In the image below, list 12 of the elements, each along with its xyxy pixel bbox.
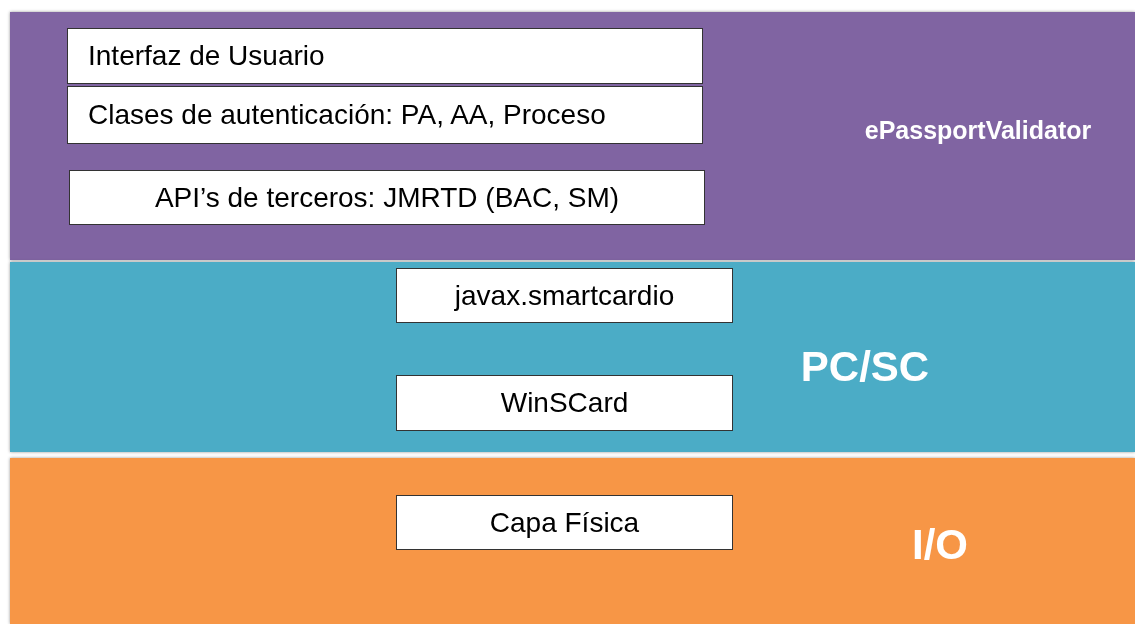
layer-band [10, 12, 1135, 260]
layer-title: PC/SC [800, 343, 930, 391]
module-box: javax.smartcardio [396, 268, 733, 323]
layer-title: I/O [912, 521, 968, 569]
module-box: Clases de autenticación: PA, AA, Proceso [67, 86, 703, 144]
module-box: Interfaz de Usuario [67, 28, 703, 84]
module-box: Capa Física [396, 495, 733, 550]
layer-band [10, 262, 1135, 452]
layer-band [10, 458, 1135, 624]
module-box: API’s de terceros: JMRTD (BAC, SM) [69, 170, 705, 225]
layer-title: ePassportValidator [864, 115, 1092, 145]
module-box: WinSCard [396, 375, 733, 431]
